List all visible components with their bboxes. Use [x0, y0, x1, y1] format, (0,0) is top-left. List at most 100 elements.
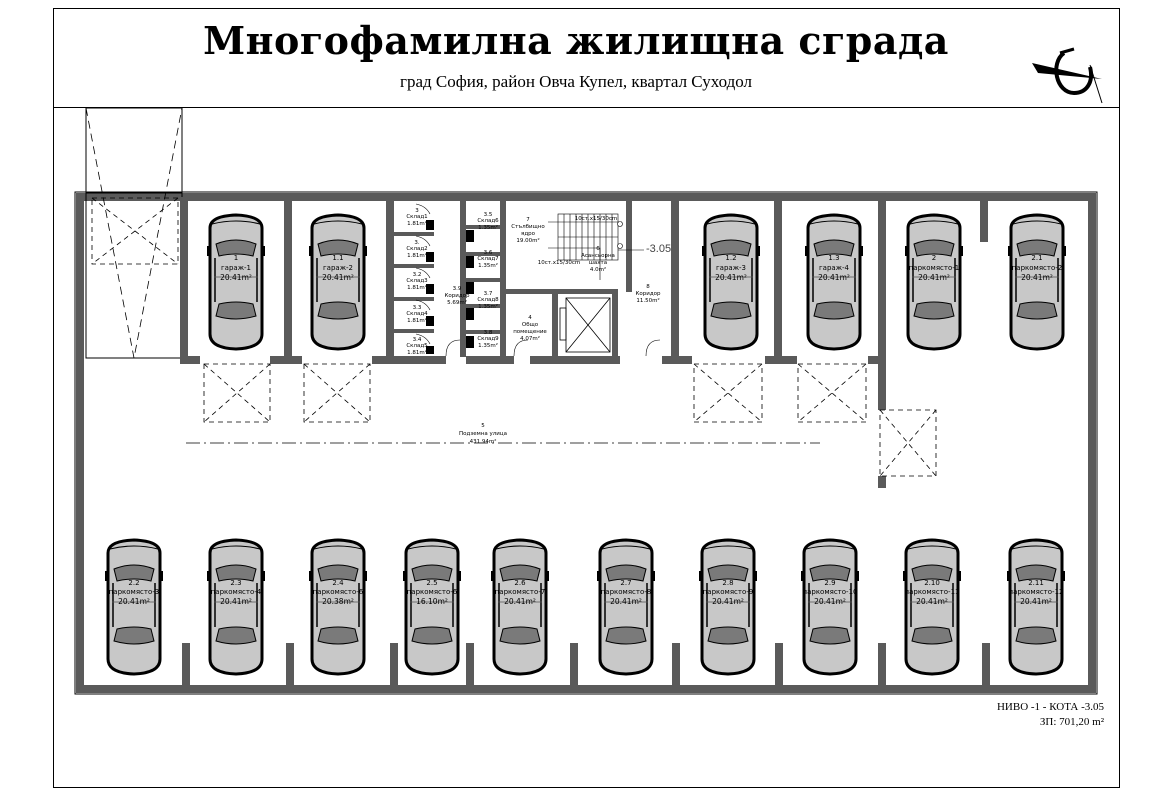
lift-label1: Асансьорна [581, 253, 615, 259]
car-icon [803, 213, 865, 351]
storage-number: 3. [414, 240, 419, 246]
space-number: 1.1 [332, 254, 343, 262]
common-room-area: 4.07m² [520, 335, 540, 342]
space-area: 20.41m² [1020, 597, 1052, 606]
storage-area: 1.81m² [407, 220, 427, 227]
space-number: 2.9 [824, 579, 835, 587]
storage-label: Склад8 [477, 297, 499, 303]
space-label: гараж-1 [221, 264, 251, 272]
car-icon [1006, 213, 1068, 351]
storage-label: Склад5 [406, 343, 428, 349]
car-icon [697, 538, 759, 676]
space-area: 16.10m² [416, 597, 448, 606]
storage-number: 3.5 [484, 212, 493, 218]
space-area: 20.41m² [916, 597, 948, 606]
corridor-area: 11.50m² [636, 297, 659, 304]
space-number: 2.10 [924, 579, 940, 587]
title-divider [53, 107, 1120, 108]
corridor-storage-area: 5.69m² [447, 299, 467, 306]
stair-label2: ядро [521, 231, 536, 237]
stair-area: 19.00m² [516, 237, 539, 244]
space-label: паркомясто-11 [905, 588, 960, 596]
stair-note-top: 10ст.x15/30cm [575, 216, 617, 222]
space-area: 20.41m² [814, 597, 846, 606]
storage-label: Склад6 [477, 218, 499, 224]
space-area: 20.41m² [220, 273, 252, 282]
stair-label1: Стълбищно [511, 224, 545, 230]
space-number: 2.3 [230, 579, 241, 587]
car-icon [205, 538, 267, 676]
space-area: 20.41m² [715, 273, 747, 282]
lift-area: 4.0m² [590, 266, 606, 273]
space-number: 2.6 [514, 579, 526, 587]
corridor-label: Коридор [636, 291, 662, 297]
elevation-mark: -3.05 [646, 243, 671, 255]
car-icon [901, 538, 963, 676]
space-area: 20.41m² [610, 597, 642, 606]
storage-area: 1.81m² [407, 349, 427, 356]
car-icon [700, 213, 762, 351]
corridor-storage-number: 3.9 [453, 286, 462, 292]
space-number: 2.7 [620, 579, 631, 587]
storage-number: 3.8 [484, 330, 493, 336]
space-number: 2.11 [1028, 579, 1044, 587]
space-number: 1.2 [725, 254, 736, 262]
corridor-number: 8 [646, 284, 650, 290]
space-area: 20.41m² [818, 273, 850, 282]
space-number: 2 [932, 254, 936, 262]
drawing-title: Многофамилна жилищна сграда [203, 18, 949, 63]
space-label: паркомясто-12 [1009, 588, 1064, 596]
space-label: паркомясто-6 [313, 588, 364, 596]
pillar-markings [203, 363, 937, 477]
lift-label2: шахта [589, 260, 607, 266]
entry-ramp [85, 107, 183, 359]
storage-area: 1.81m² [407, 284, 427, 291]
space-number: 1.3 [828, 254, 839, 262]
car-icon [489, 538, 551, 676]
storage-area: 1.81m² [407, 252, 427, 259]
storage-label: Склад1 [406, 214, 427, 220]
car-icon [103, 538, 165, 676]
elevator-shaft [559, 297, 611, 353]
space-number: 2.2 [128, 579, 139, 587]
car-icon [205, 213, 267, 351]
corridor-storage-label: Коридор [445, 293, 471, 299]
storage-area: 1.35m² [478, 303, 498, 310]
lift-number: 6 [596, 246, 600, 252]
car-icon [903, 213, 965, 351]
storage-number: 3.6 [484, 250, 493, 256]
street-area: 431.94m² [470, 438, 497, 445]
space-number: 2.8 [722, 579, 733, 587]
storage-label: Склад4 [406, 311, 428, 317]
storage-number: 3 [415, 208, 419, 214]
street-name: Подземна улица [459, 431, 507, 437]
stair-number: 7 [526, 217, 530, 223]
storage-label: Склад9 [477, 336, 499, 342]
car-icon [307, 213, 369, 351]
space-number: 2.4 [332, 579, 344, 587]
storage-area: 1.81m² [407, 317, 427, 324]
staircase [548, 213, 623, 280]
storage-number: 3.3 [413, 305, 422, 311]
space-label: паркомясто-10 [803, 588, 858, 596]
space-area: 20.41m² [1021, 273, 1053, 282]
street-number: 5 [481, 423, 485, 429]
common-room-label2: помещение [513, 329, 547, 335]
storage-area: 1.35m² [478, 342, 498, 349]
space-label: паркомясто-3 [109, 588, 160, 596]
car-icon [401, 538, 463, 676]
space-area: 20.41m² [118, 597, 150, 606]
drawing-frame [53, 8, 1120, 788]
